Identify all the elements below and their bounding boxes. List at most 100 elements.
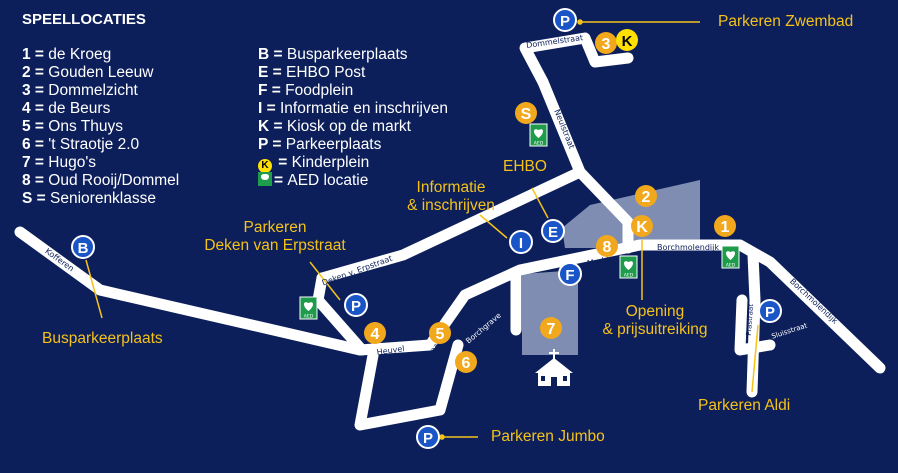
- svg-text:AED: AED: [624, 273, 634, 279]
- marker-kiosk[interactable]: K: [631, 215, 653, 237]
- road-kerkstraat-loop: [354, 339, 464, 431]
- svg-text:AED: AED: [304, 314, 314, 320]
- label-parkeren-deken-line1: Parkeren: [243, 219, 307, 236]
- leader-bus: [85, 259, 103, 319]
- marker-3[interactable]: 3: [595, 32, 617, 54]
- legend-key: 2: [22, 64, 31, 81]
- marker-7[interactable]: 7: [540, 317, 562, 339]
- location-markers: 3 K S 2 K 1 8 4 5 6 7 P E I F B P P P: [71, 8, 782, 449]
- legend-key: 4: [22, 100, 31, 117]
- legend-item: P = Parkeerplaats: [258, 136, 448, 154]
- legend-label: Hugo's: [48, 154, 97, 171]
- label-parkeren-zwembad: Parkeren Zwembad: [718, 13, 854, 30]
- label-parkeren-jumbo: Parkeren Jumbo: [491, 428, 605, 445]
- svg-text:5: 5: [436, 326, 445, 343]
- marker-foodplein[interactable]: F: [558, 262, 582, 286]
- marker-4[interactable]: 4: [364, 322, 386, 344]
- legend-key: 5: [22, 118, 31, 135]
- label-ehbo: EHBO: [503, 158, 547, 175]
- leader-dot-jumbo: [439, 434, 445, 440]
- marker-ehbo[interactable]: E: [541, 219, 565, 243]
- road-kofferen: [14, 226, 366, 356]
- legend-label: de Kroeg: [48, 46, 112, 63]
- aed-icon[interactable]: AED: [529, 123, 548, 147]
- legend-separator: =: [268, 64, 287, 81]
- svg-text:E: E: [548, 224, 558, 241]
- legend: SPEELLOCATIES: [22, 11, 146, 29]
- legend-item: 5 = Ons Thuys: [22, 118, 179, 136]
- label-opening: Opening & prijsuitreiking: [585, 303, 725, 339]
- legend-title: SPEELLOCATIES: [22, 11, 146, 28]
- marker-busparkeerplaats[interactable]: B: [71, 235, 95, 259]
- svg-text:K: K: [636, 219, 648, 236]
- legend-item: 4 = de Beurs: [22, 100, 179, 118]
- marker-8[interactable]: 8: [596, 235, 618, 257]
- aed-icon[interactable]: AED: [619, 255, 638, 279]
- leader-informatie: [479, 214, 508, 239]
- legend-key: 8: [22, 172, 31, 189]
- aed-icon[interactable]: AED: [721, 245, 740, 269]
- leader-deken: [309, 261, 341, 301]
- marker-parking-deken[interactable]: P: [344, 293, 368, 317]
- legend-item: K = Kinderplein: [258, 154, 448, 173]
- label-parkeren-deken: Parkeren Deken van Erpstraat: [190, 219, 360, 255]
- legend-item: F = Foodplein: [258, 82, 448, 100]
- svg-text:8: 8: [603, 239, 612, 256]
- road-dommelstraat: [519, 32, 634, 88]
- svg-text:6: 6: [462, 355, 471, 372]
- legend-label: Oud Rooij/Dommel: [48, 172, 180, 189]
- street-borchmolendijk-diag: Borchmolendijk: [788, 277, 840, 326]
- svg-text:S: S: [521, 106, 532, 123]
- marker-2[interactable]: 2: [635, 185, 657, 207]
- marker-informatie[interactable]: I: [509, 230, 533, 254]
- road-prastraat-aldi: [746, 249, 761, 398]
- legend-item: = AED locatie: [258, 172, 448, 190]
- legend-separator: =: [269, 46, 287, 63]
- marker-parking-jumbo[interactable]: P: [416, 425, 440, 449]
- label-informatie: Informatie & inschrijven: [396, 179, 506, 215]
- legend-label: Ons Thuys: [48, 118, 123, 135]
- church-icon: [535, 349, 573, 386]
- legend-label: Parkeerplaats: [285, 136, 382, 153]
- svg-text:P: P: [560, 13, 570, 30]
- leader-aldi: [751, 324, 759, 393]
- legend-label: Gouden Leeuw: [48, 64, 154, 81]
- road-prastraat: [734, 294, 776, 356]
- svg-text:P: P: [423, 430, 433, 447]
- svg-text:2: 2: [642, 189, 651, 206]
- legend-item: 2 = Gouden Leeuw: [22, 64, 179, 82]
- label-parkeren-aldi: Parkeren Aldi: [698, 397, 791, 414]
- svg-text:7: 7: [547, 321, 556, 338]
- svg-text:4: 4: [371, 326, 380, 343]
- legend-item: S = Seniorenklasse: [22, 190, 179, 208]
- leader-ehbo: [531, 187, 549, 219]
- marker-5[interactable]: 5: [429, 322, 451, 344]
- legend-key: I: [258, 100, 263, 117]
- svg-text:I: I: [519, 235, 523, 252]
- aed-icon[interactable]: AED: [299, 296, 318, 320]
- legend-label: Seniorenklasse: [50, 190, 156, 207]
- legend-separator: =: [269, 118, 287, 135]
- legend-label: AED locatie: [287, 172, 369, 189]
- svg-text:AED: AED: [534, 141, 544, 147]
- market-square: [522, 180, 700, 355]
- label-busparkeerplaats: Busparkeerplaats: [42, 330, 163, 347]
- marker-kinderplein[interactable]: K: [616, 29, 638, 51]
- marker-parking-aldi[interactable]: P: [758, 299, 782, 323]
- marker-parking-zwembad[interactable]: P: [553, 8, 577, 32]
- legend-key: 1: [22, 46, 31, 63]
- legend-key: 3: [22, 82, 31, 99]
- svg-text:K: K: [622, 33, 633, 50]
- marker-1[interactable]: 1: [714, 215, 736, 237]
- street-kofferen-left: Kofferen: [43, 247, 75, 274]
- legend-key: 7: [22, 154, 31, 171]
- legend-separator: =: [30, 82, 49, 99]
- legend-label: Foodplein: [285, 82, 354, 99]
- legend-item: B = Busparkeerplaats: [258, 46, 448, 64]
- svg-text:3: 3: [602, 36, 611, 53]
- legend-separator: =: [274, 154, 292, 171]
- legend-separator: =: [274, 172, 288, 189]
- marker-6[interactable]: 6: [455, 351, 477, 373]
- marker-seniorenklasse[interactable]: S: [515, 102, 537, 124]
